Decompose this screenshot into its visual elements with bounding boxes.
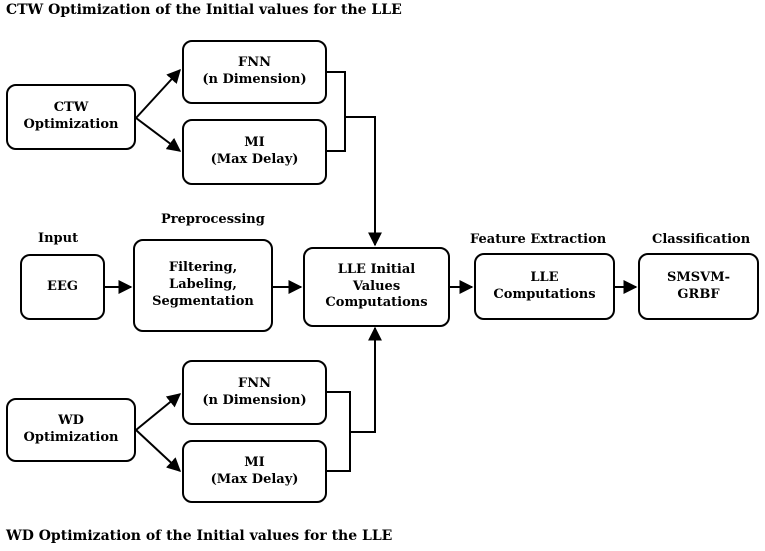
ctw-fnn-box: FNN (n Dimension)	[182, 40, 327, 104]
ctw-mi-line-2: (Max Delay)	[210, 152, 299, 167]
wd-optimization-box: WD Optimization	[6, 398, 136, 462]
arrow-wd-merge-to-lle	[350, 326, 382, 433]
lle-initial-line-3: Computations	[325, 295, 428, 311]
ctw-fnn-line-1: FNN	[237, 55, 271, 71]
connector-ctw-fnn-out	[327, 71, 346, 117]
arrow-wd-to-mi	[135, 429, 182, 472]
lle-computations-line-1: LLE	[530, 269, 559, 285]
connector-wd-fnn-out	[327, 391, 351, 432]
wd-mi-box: MI (Max Delay)	[182, 440, 327, 503]
wd-optimization-line-2: Optimization	[23, 430, 119, 445]
label-input: Input	[38, 231, 79, 246]
top-title: CTW Optimization of the Initial values f…	[6, 2, 402, 18]
connector-ctw-mi-out	[327, 117, 346, 152]
preprocessing-line-3: Segmentation	[152, 293, 254, 309]
lle-initial-values-box: LLE Initial Values Computations	[303, 247, 450, 327]
lle-initial-line-2: Values	[352, 278, 401, 294]
label-classification: Classification	[652, 232, 751, 247]
eeg-box: EEG	[20, 254, 105, 320]
wd-fnn-line-2: (n Dimension)	[202, 392, 307, 408]
preprocessing-box: Filtering, Labeling, Segmentation	[133, 239, 273, 332]
ctw-optimization-line-1: CTW	[53, 100, 89, 116]
bottom-title: WD Optimization of the Initial values fo…	[6, 528, 393, 544]
smsvm-grbf-box: SMSVM- GRBF	[638, 253, 759, 320]
ctw-mi-line-1: MI	[244, 135, 265, 151]
smsvm-line-1: SMSVM-	[666, 269, 731, 285]
arrow-ctw-to-fnn	[135, 68, 181, 119]
wd-fnn-box: FNN (n Dimension)	[182, 360, 327, 425]
smsvm-line-2: GRBF	[677, 286, 720, 302]
connector-wd-mi-out	[327, 432, 351, 472]
ctw-optimization-line-2: Optimization	[23, 117, 119, 132]
eeg-label: EEG	[47, 278, 78, 294]
label-preprocessing: Preprocessing	[161, 212, 265, 227]
label-feature-extraction: Feature Extraction	[470, 232, 607, 247]
lle-computations-line-2: Computations	[493, 286, 596, 302]
preprocessing-line-1: Filtering,	[168, 260, 238, 276]
wd-mi-line-1: MI	[244, 454, 265, 470]
preprocessing-line-2: Labeling,	[169, 277, 237, 293]
lle-initial-line-1: LLE Initial	[337, 261, 416, 277]
lle-computations-box: LLE Computations	[474, 253, 615, 320]
ctw-optimization-box: CTW Optimization	[6, 84, 136, 150]
arrow-wd-to-fnn	[135, 393, 182, 431]
wd-optimization-line-1: WD	[58, 413, 84, 429]
ctw-fnn-line-2: (n Dimension)	[202, 72, 307, 87]
wd-mi-line-2: (Max Delay)	[210, 471, 299, 487]
wd-fnn-line-1: FNN	[237, 375, 271, 391]
arrow-ctw-merge-to-lle	[345, 116, 382, 247]
arrow-ctw-to-mi	[135, 117, 182, 152]
ctw-mi-box: MI (Max Delay)	[182, 119, 327, 185]
